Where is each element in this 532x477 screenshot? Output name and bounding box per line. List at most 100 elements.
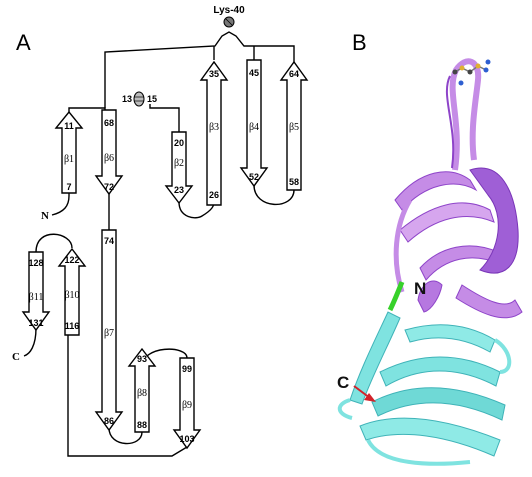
strand-b3: 35 β3 26	[199, 60, 229, 206]
atom-6	[485, 59, 491, 65]
n-domain-strand-1	[394, 171, 478, 211]
strand-b3-arrow	[199, 60, 229, 206]
loop-b11-c	[23, 327, 37, 357]
strand-b4-start: 45	[249, 68, 259, 78]
n-domain-strand-5	[417, 280, 443, 313]
strand-b2-end: 23	[174, 185, 184, 195]
strand-b1-name: β1	[64, 154, 74, 165]
n-domain-strand-4	[455, 284, 523, 319]
strand-b8-start: 88	[137, 420, 147, 430]
strand-b4-end: 52	[249, 172, 259, 182]
strand-b1-arrow	[54, 110, 84, 194]
strand-b10-end: 122	[64, 255, 79, 265]
loop-b6-top	[104, 31, 295, 108]
lys40-site: Lys-40	[213, 5, 245, 28]
site-13-15: 13 15	[122, 91, 157, 107]
strand-b8-arrow	[127, 347, 157, 433]
loop-b2-top	[149, 104, 180, 132]
c-domain-ribbon	[337, 311, 512, 466]
c-domain-strand-2	[404, 324, 496, 353]
strand-b3-name: β3	[209, 122, 219, 133]
atom-7	[458, 80, 464, 86]
strand-b9-name: β9	[182, 400, 192, 411]
strand-b9-arrow	[172, 357, 202, 450]
strand-b2-start: 20	[174, 138, 184, 148]
n-domain-strand-2	[399, 202, 495, 243]
panel-b-label: B	[352, 30, 367, 55]
strand-b11-name: β11	[29, 292, 44, 303]
c-domain-strand-4	[371, 387, 506, 421]
c-domain-loop-left	[337, 398, 353, 420]
strand-b6: 68 β6 72	[94, 109, 124, 196]
strand-b11: 128 β11 131	[21, 251, 51, 332]
strand-b9-end: 103	[179, 434, 194, 444]
strand-b7-end: 86	[104, 416, 114, 426]
strand-b7-name: β7	[104, 328, 114, 339]
strand-b2-name: β2	[174, 158, 184, 169]
strand-b2-arrow	[164, 131, 194, 205]
strand-b1: 11 β1 7	[54, 110, 84, 194]
strand-b3-start: 26	[209, 190, 219, 200]
strand-b7-arrow	[94, 229, 124, 432]
n-terminus-label: N	[41, 210, 49, 222]
strand-b5: 64 β5 58	[279, 60, 309, 191]
strand-b6-end: 72	[104, 182, 114, 192]
atom-4	[475, 63, 481, 69]
loop-n-to-b1	[51, 192, 70, 216]
loop-b9-b10	[67, 334, 188, 457]
c-domain-strand-3	[379, 356, 501, 387]
c-domain-strand-1	[349, 311, 401, 405]
strand-b4-name: β4	[249, 122, 259, 133]
atom-1	[452, 69, 458, 75]
loop-b7-b8	[108, 427, 143, 445]
lys40-hatch	[225, 18, 233, 26]
strand-b6-arrow	[94, 109, 124, 196]
atom-5	[483, 67, 489, 73]
n-domain-top-loop	[449, 58, 482, 171]
c-terminus-label: C	[12, 351, 20, 363]
strand-b5-arrow	[279, 60, 309, 191]
strand-b5-end: 64	[289, 69, 299, 79]
loop-b4-b5	[253, 184, 295, 206]
strand-b5-name: β5	[289, 122, 299, 133]
n-terminus-3d-label: N	[414, 279, 426, 298]
strand-b10-start: 116	[65, 321, 80, 331]
n-domain-sheet-right	[469, 167, 519, 274]
c-domain-loop-bottom	[366, 438, 471, 466]
ribbon-structure: B	[337, 30, 523, 466]
strand-b3-end: 35	[209, 69, 219, 79]
c-arrow-head	[364, 393, 376, 402]
c-terminus-arrow	[353, 385, 376, 402]
loop-b10-b11	[35, 233, 73, 253]
lys40-label: Lys-40	[213, 5, 245, 16]
panel-a-label: A	[16, 30, 31, 55]
strand-b10: 122 β10 116	[57, 247, 87, 336]
strand-b11-arrow	[21, 251, 51, 332]
strand-b9: 99 β9 103	[172, 357, 202, 450]
c-domain-strand-5	[359, 417, 501, 457]
strand-b4: 45 β4 52	[239, 59, 269, 188]
lys-sidechain-sticks	[452, 59, 491, 86]
strand-b11-start: 128	[28, 258, 43, 268]
strand-b10-arrow	[57, 247, 87, 336]
strand-b6-start: 68	[104, 118, 114, 128]
c-domain-loop-right	[493, 338, 512, 374]
topology-diagram: A 11 β1 7 35 β3 26 64	[12, 5, 309, 457]
n-domain-loop-left	[393, 198, 413, 293]
n-domain-top-loop-dark	[445, 75, 455, 169]
strand-b11-end: 131	[28, 318, 43, 328]
strand-b1-start: 7	[66, 182, 71, 192]
strand-b10-name: β10	[64, 290, 79, 301]
strand-b2: 20 β2 23	[164, 131, 194, 205]
site-13-15-oval	[133, 91, 145, 107]
c-terminus-3d-label: C	[337, 373, 349, 392]
atom-2	[459, 65, 465, 71]
strand-b7: 74 β7 86	[94, 229, 124, 432]
strand-b4-arrow	[239, 59, 269, 188]
strand-b1-end: 11	[64, 121, 74, 131]
site-15-label: 15	[147, 94, 157, 104]
atom-3	[467, 69, 473, 75]
strand-b8: 93 β8 88	[127, 347, 157, 433]
strand-b7-start: 74	[104, 236, 114, 246]
